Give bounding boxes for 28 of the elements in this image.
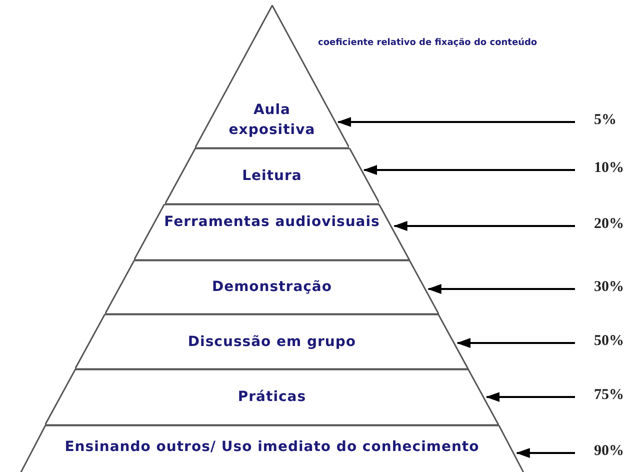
arrow bbox=[456, 338, 575, 348]
arrow bbox=[486, 392, 575, 402]
chart-heading: coeficiente relativo de fixação do conteúdo bbox=[318, 38, 538, 48]
percentage-label: 30% bbox=[594, 279, 624, 296]
layer-label: Discussão em grupo bbox=[186, 332, 358, 352]
percentage-label: 10% bbox=[594, 160, 624, 177]
pyramid-layer bbox=[45, 369, 499, 425]
layer-label: Ensinando outros/ Uso imediato do conhecimento bbox=[64, 438, 480, 456]
percentage-label: 50% bbox=[594, 333, 624, 350]
pyramid-layer bbox=[164, 148, 380, 204]
pyramid-layer bbox=[20, 425, 524, 472]
pyramid-layer bbox=[105, 260, 439, 314]
arrow bbox=[393, 221, 575, 231]
pyramid-layer bbox=[75, 314, 469, 369]
arrow bbox=[337, 117, 575, 127]
layer-label: Leitura bbox=[241, 167, 303, 186]
percentage-label: 75% bbox=[594, 387, 624, 404]
layer-label: Ferramentas audiovisuais bbox=[163, 213, 381, 232]
arrow bbox=[516, 448, 575, 458]
layer-label: Demonstração bbox=[210, 278, 333, 297]
pyramid-layer bbox=[134, 204, 410, 260]
percentage-label: 5% bbox=[594, 112, 616, 129]
arrow bbox=[363, 165, 575, 175]
layer-label: Aula expositiva bbox=[228, 101, 316, 140]
percentage-label: 90% bbox=[594, 443, 624, 460]
layer-label: Práticas bbox=[236, 388, 308, 407]
percentage-label: 20% bbox=[594, 216, 624, 233]
arrow bbox=[427, 284, 575, 294]
